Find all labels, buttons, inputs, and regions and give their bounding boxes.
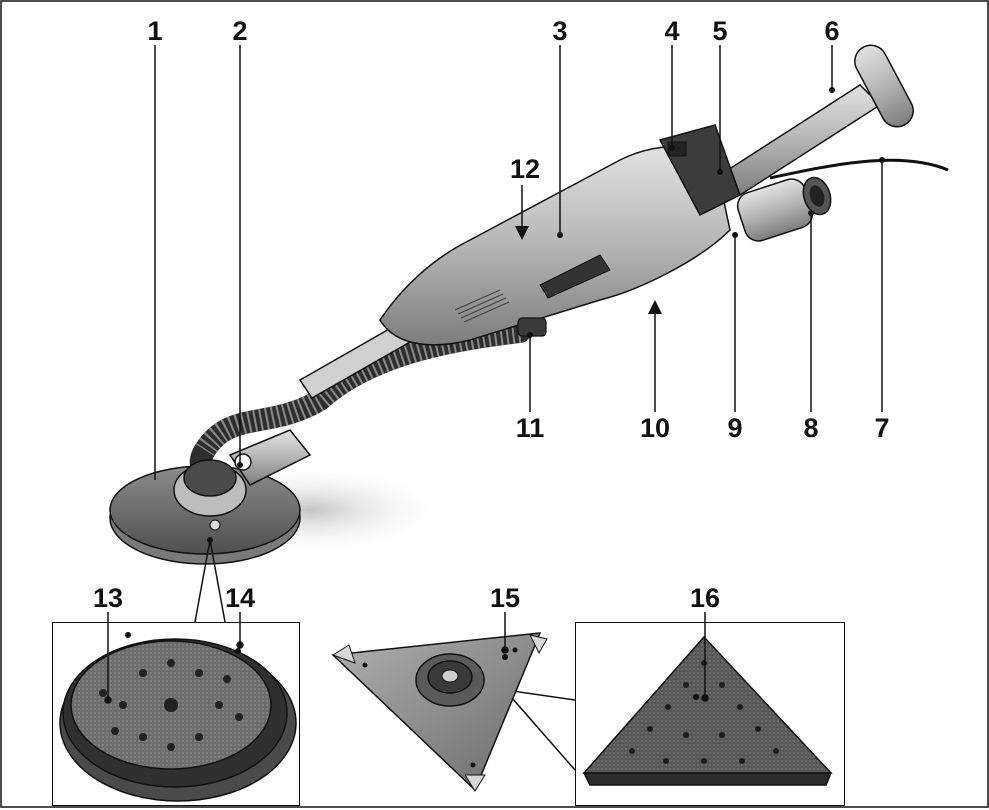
extraction-connector bbox=[736, 176, 832, 242]
callout-13: 13 bbox=[92, 583, 124, 613]
sanding-head bbox=[109, 429, 312, 565]
round-pad-inset bbox=[52, 622, 300, 806]
callout-2: 2 bbox=[232, 16, 248, 46]
callout-16: 16 bbox=[689, 583, 721, 613]
callout-10: 10 bbox=[639, 413, 671, 443]
callout-8: 8 bbox=[803, 413, 819, 443]
callout-6: 6 bbox=[824, 16, 840, 46]
triangle-head-illustration bbox=[331, 632, 548, 792]
extraction-hose bbox=[189, 321, 531, 483]
rear-handle bbox=[718, 44, 914, 196]
callout-4: 4 bbox=[664, 16, 680, 46]
leader-lines bbox=[154, 45, 883, 771]
triangle-pad-inset bbox=[575, 622, 845, 806]
power-cable bbox=[769, 158, 949, 180]
motor-housing bbox=[379, 146, 731, 346]
callout-11: 11 bbox=[515, 413, 545, 443]
triangle-pad-illustration bbox=[582, 635, 833, 786]
callout-14: 14 bbox=[224, 583, 256, 613]
round-pad-illustration bbox=[59, 632, 297, 802]
callout-5: 5 bbox=[712, 16, 728, 46]
callout-12: 12 bbox=[509, 154, 541, 184]
callout-15: 15 bbox=[489, 583, 521, 613]
callout-9: 9 bbox=[727, 413, 743, 443]
callout-1: 1 bbox=[147, 16, 163, 46]
callout-7: 7 bbox=[874, 413, 890, 443]
callout-3: 3 bbox=[552, 16, 568, 46]
